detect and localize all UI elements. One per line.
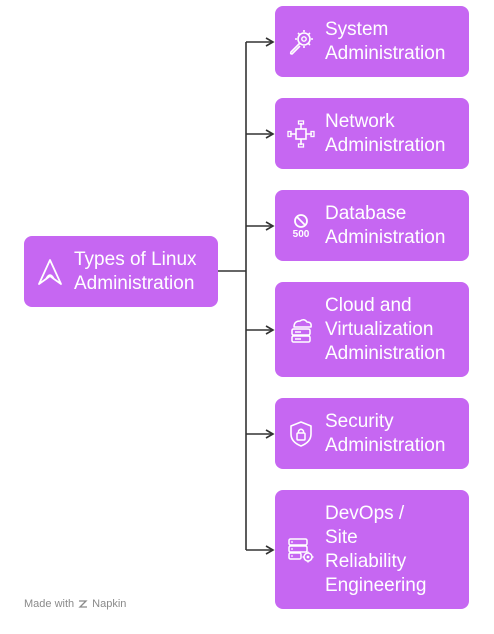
branch-database-administration: 500 Database Administration — [275, 190, 469, 261]
network-hub-icon — [285, 118, 317, 150]
branch-label-line: Virtualization — [325, 319, 434, 340]
branch-network-administration: Network Administration — [275, 98, 469, 169]
branch-label-line: Network — [325, 111, 395, 132]
branch-label-line: DevOps / — [325, 503, 405, 524]
branch-label: DevOps / Site Reliability Engineering — [325, 502, 463, 598]
branch-label: System Administration — [325, 18, 463, 66]
cloud-server-icon — [285, 314, 317, 346]
branch-label: Network Administration — [325, 110, 463, 158]
branch-label-line: Administration — [325, 435, 446, 456]
shield-lock-icon — [285, 418, 317, 450]
error-code-text: 500 — [292, 228, 310, 240]
branch-devops-sre: DevOps / Site Reliability Engineering — [275, 490, 469, 609]
branch-label-line: Administration — [325, 135, 446, 156]
arch-linux-icon — [34, 256, 66, 288]
branch-security-administration: Security Administration — [275, 398, 469, 469]
watermark-brand: Napkin — [92, 598, 127, 610]
branch-label-line: Database — [325, 203, 407, 224]
branch-label-line: Reliability — [325, 551, 407, 572]
branch-label-line: System — [325, 19, 389, 40]
branch-cloud-virtualization-administration: Cloud and Virtualization Administration — [275, 282, 469, 377]
branch-label-line: Engineering — [325, 575, 427, 596]
server-error-500-icon: 500 — [285, 210, 317, 242]
root-label-line-1: Types of Linux — [74, 249, 197, 270]
root-label: Types of Linux Administration — [74, 248, 212, 296]
made-with-napkin-watermark: Made with Napkin — [24, 598, 126, 610]
branch-label: Database Administration — [325, 202, 463, 250]
branch-system-administration: System Administration — [275, 6, 469, 77]
branch-label: Cloud and Virtualization Administration — [325, 294, 463, 366]
root-node: Types of Linux Administration — [24, 236, 218, 307]
branch-label-line: Site — [325, 527, 358, 548]
server-gear-icon — [285, 534, 317, 566]
branch-label-line: Administration — [325, 43, 446, 64]
branch-label-line: Administration — [325, 343, 446, 364]
root-label-line-2: Administration — [74, 273, 195, 294]
branch-label-line: Administration — [325, 227, 446, 248]
gear-wrench-icon — [285, 26, 317, 58]
napkin-logo-icon — [78, 599, 88, 609]
watermark-prefix: Made with — [24, 598, 75, 610]
branch-label: Security Administration — [325, 410, 463, 458]
branch-label-line: Cloud and — [325, 295, 412, 316]
branch-label-line: Security — [325, 411, 394, 432]
